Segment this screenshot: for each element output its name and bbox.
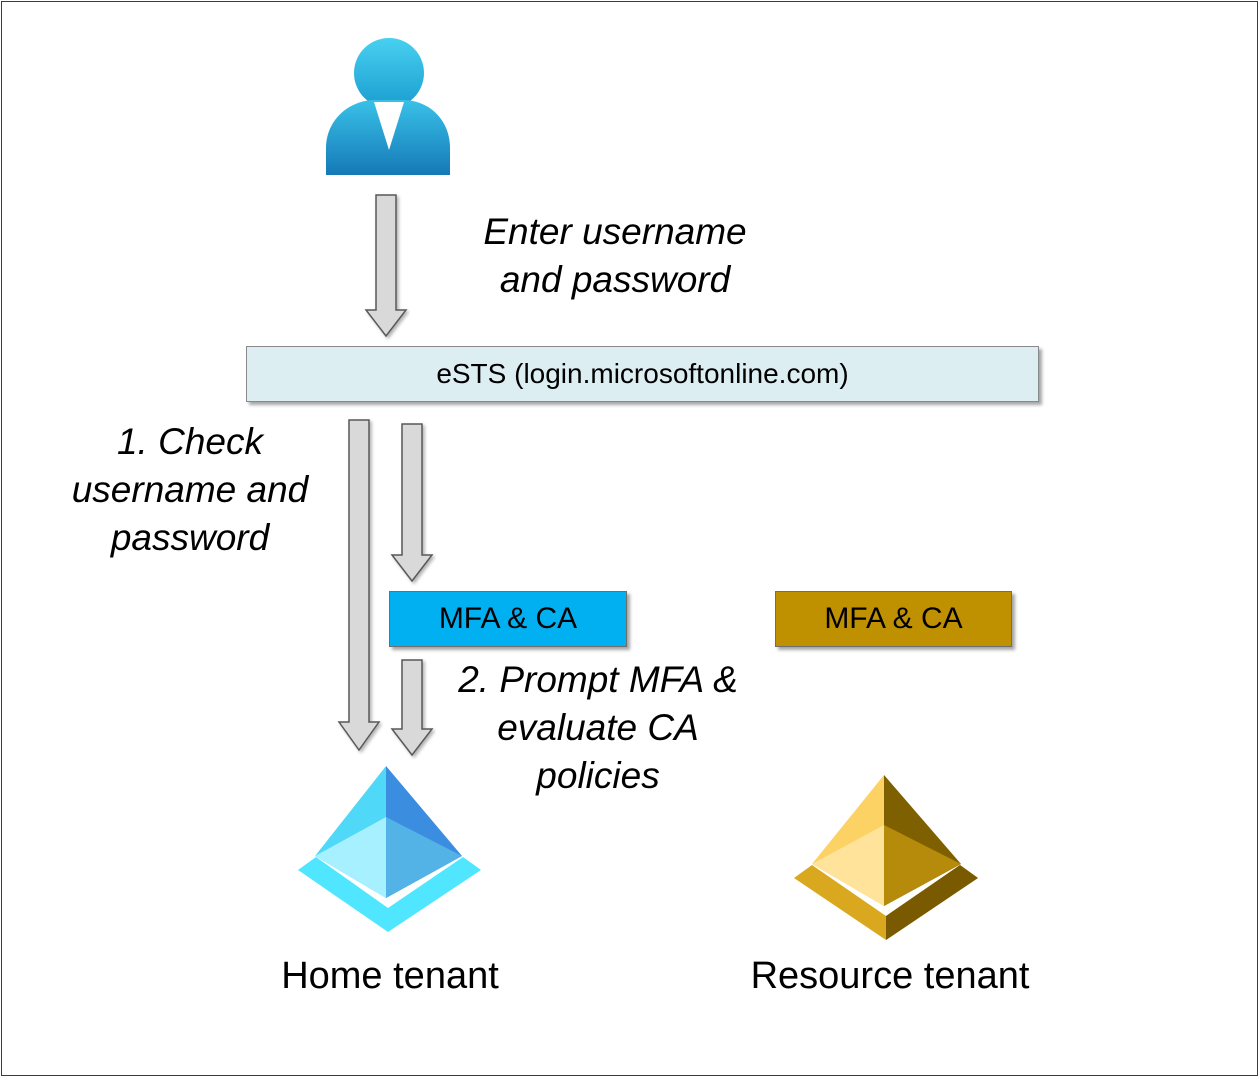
user-avatar-icon <box>326 38 450 175</box>
enter-credentials-label: Enter username and password <box>440 208 790 304</box>
check-credentials-line-2: username and <box>71 469 309 510</box>
mfa-ca-resource-box: MFA & CA <box>775 591 1012 647</box>
check-credentials-line-3: password <box>110 517 270 558</box>
ests-box: eSTS (login.microsoftonline.com) <box>246 346 1039 402</box>
mfa-ca-home-box: MFA & CA <box>389 591 627 647</box>
arrow-ests-to-mfa <box>390 423 434 583</box>
arrow-user-to-ests <box>364 194 408 338</box>
resource-tenant-pyramid-icon <box>794 775 978 940</box>
mfa-ca-resource-label: MFA & CA <box>824 602 963 635</box>
prompt-mfa-line-2: evaluate CA <box>497 707 699 748</box>
resource-tenant-label: Resource tenant <box>750 955 1030 997</box>
arrow-ests-to-home-tenant <box>337 419 381 752</box>
ests-label: eSTS (login.microsoftonline.com) <box>436 358 849 389</box>
arrow-mfa-to-home-tenant <box>390 659 434 757</box>
enter-credentials-line-2: and password <box>499 259 731 300</box>
check-credentials-line-1: 1. Check <box>116 421 263 462</box>
prompt-mfa-line-1: 2. Prompt MFA & <box>458 659 738 700</box>
check-credentials-label: 1. Check username and password <box>40 418 340 562</box>
mfa-ca-home-label: MFA & CA <box>438 602 578 635</box>
home-tenant-label: Home tenant <box>281 955 499 997</box>
enter-credentials-line-1: Enter username <box>483 211 747 252</box>
prompt-mfa-line-3: policies <box>536 755 660 796</box>
prompt-mfa-label: 2. Prompt MFA & evaluate CA policies <box>428 656 768 800</box>
home-tenant-pyramid-icon <box>298 766 481 932</box>
